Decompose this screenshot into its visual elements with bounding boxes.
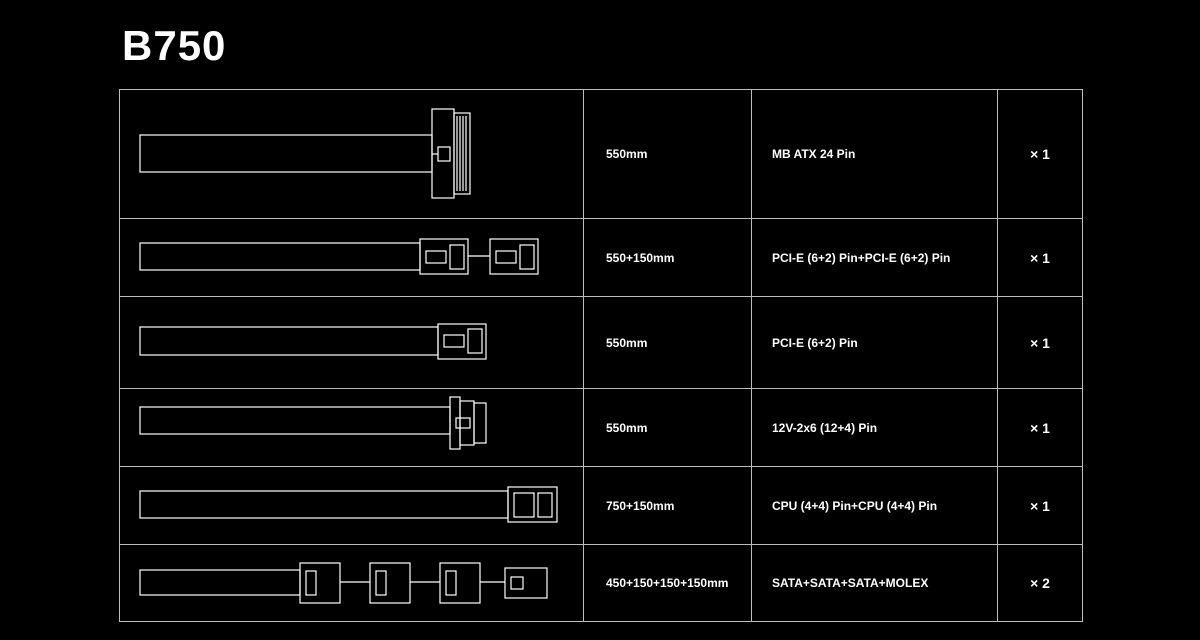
connector-name: MB ATX 24 Pin	[751, 89, 998, 219]
cable-length: 450+150+150+150mm	[583, 544, 752, 622]
cable-length: 750+150mm	[583, 466, 752, 545]
cable-length: 550mm	[583, 296, 752, 389]
cable-illustration-cell	[119, 544, 584, 622]
table-row: 550mm PCI-E (6+2) Pin × 1	[119, 296, 1083, 389]
atx-24pin-cable-icon	[139, 108, 471, 199]
pcie-cable-icon	[139, 323, 487, 360]
connector-name: 12V-2x6 (12+4) Pin	[751, 388, 998, 467]
table-row: 450+150+150+150mm SATA+SATA+SATA+MOLEX ×…	[119, 544, 1083, 622]
cable-quantity: × 1	[997, 466, 1083, 545]
cable-quantity: × 1	[997, 296, 1083, 389]
cable-illustration-cell	[119, 89, 584, 219]
cable-quantity: × 1	[997, 388, 1083, 467]
table-row: 750+150mm CPU (4+4) Pin+CPU (4+4) Pin × …	[119, 466, 1083, 545]
table-row: 550+150mm PCI-E (6+2) Pin+PCI-E (6+2) Pi…	[119, 218, 1083, 297]
cpu-cable-icon	[139, 486, 558, 523]
cable-illustration-cell	[119, 388, 584, 467]
cable-quantity: × 2	[997, 544, 1083, 622]
cable-length: 550+150mm	[583, 218, 752, 297]
pcie-dual-cable-icon	[139, 238, 539, 275]
cable-length: 550mm	[583, 89, 752, 219]
connector-name: PCI-E (6+2) Pin+PCI-E (6+2) Pin	[751, 218, 998, 297]
cable-length: 550mm	[583, 388, 752, 467]
cable-illustration-cell	[119, 296, 584, 389]
page-title: B750	[122, 22, 227, 69]
cable-spec-table: 550mm MB ATX 24 Pin × 1 550+150mm PCI-E …	[119, 89, 1083, 622]
cable-quantity: × 1	[997, 218, 1083, 297]
12v-2x6-cable-icon	[139, 396, 487, 450]
connector-name: CPU (4+4) Pin+CPU (4+4) Pin	[751, 466, 998, 545]
cable-illustration-cell	[119, 218, 584, 297]
cable-quantity: × 1	[997, 89, 1083, 219]
sata-molex-cable-icon	[139, 562, 548, 604]
table-row: 550mm 12V-2x6 (12+4) Pin × 1	[119, 388, 1083, 467]
cable-illustration-cell	[119, 466, 584, 545]
connector-name: SATA+SATA+SATA+MOLEX	[751, 544, 998, 622]
table-row: 550mm MB ATX 24 Pin × 1	[119, 89, 1083, 219]
connector-name: PCI-E (6+2) Pin	[751, 296, 998, 389]
